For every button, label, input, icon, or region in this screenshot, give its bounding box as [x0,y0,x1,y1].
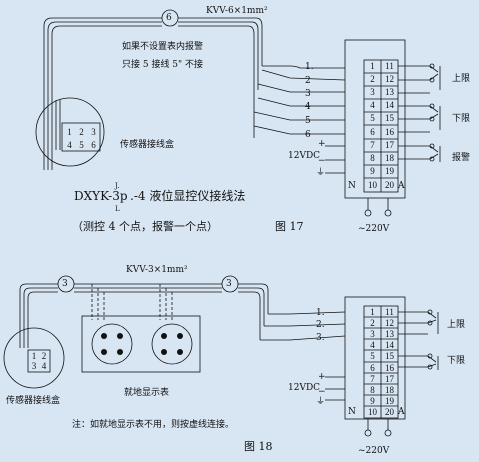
alarm-label: 报警 [452,153,471,163]
wire-num: 5 [305,116,311,126]
upper-limit-label-17: 上限 [452,74,471,84]
terminal-cell: 4 [370,100,375,110]
lower-limit-label-18: 下限 [447,356,466,366]
title-subscript: L [115,205,120,213]
power-label-17: 12VDC [288,151,321,161]
figure-title-main: DXYK-3p [74,189,128,203]
terminal-cell: 11 [385,307,394,317]
terminal-cell: 9 [370,396,375,406]
cable-marker-18b: 3 [226,279,232,289]
terminal-cell: 16 [385,127,394,137]
wire-num: 3. [316,333,325,343]
figure-subtitle: （测控 4 个点，报警一个点） [72,220,218,233]
terminal-cell: 20 [385,180,394,190]
terminal-cell: 12 [385,318,394,328]
wire-num: 3 [305,89,311,99]
sensor-term: 1 [67,127,72,137]
terminal-cell: 1 [370,307,375,317]
terminal-cell: 10 [368,407,377,417]
terminal-cell: 13 [385,87,394,97]
terminal-cell: 20 [385,407,394,417]
n-label: N [348,407,356,417]
a-label: A [398,181,405,191]
display-meter-label: 就地显示表 [124,388,170,398]
terminal-cell: 19 [385,396,394,406]
power-label-18: 12VDC [288,383,321,393]
terminal-cell: 8 [370,385,375,395]
cable-label-17: KVV-6×1mm² [206,6,268,16]
sensor-box-label-17: 传感器接线盒 [120,140,175,150]
cable-marker-17: 6 [166,13,172,23]
terminal-cell: 11 [385,61,394,71]
terminal-cell: 5 [370,351,375,361]
ground-icon: ⏚ [316,168,326,178]
wire-num: 4 [305,102,311,112]
terminal-cell: 6 [370,363,375,373]
sensor-term: 6 [91,140,96,150]
figure-title-rest: .-4 液位显控仪接线法 [130,189,246,203]
wire-num: 2. [316,320,325,330]
terminal-cell: 9 [370,166,375,176]
terminal-cell: 17 [385,140,394,150]
minus-symbol: − [318,387,326,397]
wire-num: 1. [316,308,325,318]
sensor-term: 4 [67,140,72,150]
lower-limit-label-17: 下限 [452,114,471,124]
terminal-cell: 13 [385,329,394,339]
sensor-box-label-18: 传感器接线盒 [6,396,61,406]
terminal-cell: 10 [368,180,377,190]
wire-num: 2 [305,76,311,86]
terminal-cell: 12 [385,74,394,84]
cable-marker-18a: 3 [62,279,68,289]
terminal-cell: 15 [385,113,394,123]
sensor-term: 3 [31,361,37,371]
plus-symbol: + [318,139,326,149]
terminal-cell: 5 [370,113,375,123]
terminal-cell: 4 [370,340,375,350]
sensor-term: 1 [31,351,37,361]
ground-icon: ⏚ [316,397,326,407]
terminal-cell: 2 [370,318,375,328]
terminal-cell: 3 [370,87,375,97]
sensor-term: 3 [91,127,96,137]
terminal-cell: 7 [370,374,375,384]
title-superscript: J. [115,182,120,190]
cable-label-18: KVV-3×1mm² [126,265,188,275]
n-label: N [348,181,356,191]
terminal-cell: 15 [385,351,394,361]
terminal-cell: 2 [370,74,375,84]
terminal-cell: 8 [370,153,375,163]
a-label: A [398,407,405,417]
terminal-cell: 14 [385,340,394,350]
terminal-cell: 14 [385,100,394,110]
note-line-2: 只接 5 接线 5" 不接 [122,60,204,70]
sensor-term: 2 [79,127,84,137]
plus-symbol: + [318,372,326,382]
minus-symbol: − [318,156,326,166]
sensor-term: 4 [41,361,47,371]
figure-note: 注：如就地显示表不用，则按虚线连接。 [72,420,235,430]
note-line-1: 如果不设置表内报警 [122,42,204,52]
terminal-cell: 7 [370,140,375,150]
terminal-cell: 3 [370,329,375,339]
terminal-cell: 6 [370,127,375,137]
terminal-cell: 18 [385,153,394,163]
figure-label-18: 图 18 [244,440,273,453]
figure-label-17: 图 17 [275,220,304,233]
terminal-cell: 19 [385,166,394,176]
upper-limit-label-18: 上限 [447,320,466,330]
sensor-term: 2 [41,351,47,361]
terminal-cell: 16 [385,363,394,373]
voltage-label-17: ~220V [358,224,390,234]
voltage-label-18: ~220V [358,446,390,456]
terminal-cell: 18 [385,385,394,395]
wire-num: 6 [305,130,311,140]
terminal-cell: 17 [385,374,394,384]
sensor-term: 5 [79,140,84,150]
terminal-cell: 1 [370,61,375,71]
wire-num: 1. [305,62,314,72]
